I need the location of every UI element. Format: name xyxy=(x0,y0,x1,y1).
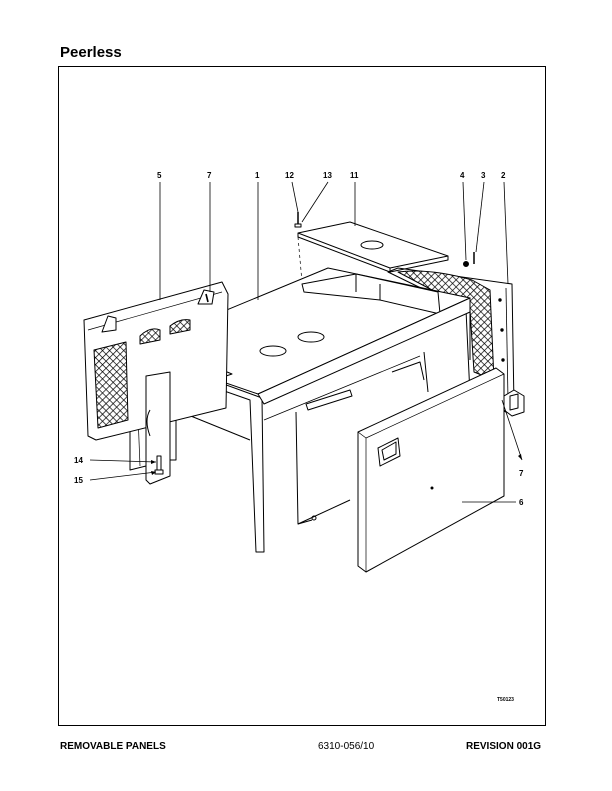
figure-id: T50123 xyxy=(497,697,514,703)
callout-1: 1 xyxy=(255,171,260,180)
callout-6: 6 xyxy=(519,498,524,507)
top-cover-plate xyxy=(297,221,449,283)
callout-14: 14 xyxy=(74,456,83,465)
callout-7-left: 7 xyxy=(207,171,212,180)
panel-left-back xyxy=(83,281,229,441)
panel-left-front xyxy=(145,371,171,485)
callout-2: 2 xyxy=(501,171,506,180)
callout-13: 13 xyxy=(323,171,332,180)
fasteners xyxy=(294,212,475,267)
callout-7-right: 7 xyxy=(519,469,524,478)
callout-4: 4 xyxy=(460,171,465,180)
callout-15: 15 xyxy=(74,476,83,485)
footer-title: REMOVABLE PANELS xyxy=(60,741,166,752)
footer-doc-number: 6310-056/10 xyxy=(318,741,375,752)
leader-lines xyxy=(89,181,523,503)
latch-handle-right xyxy=(503,389,525,417)
callout-5: 5 xyxy=(157,171,162,180)
diagram-frame xyxy=(58,66,546,726)
callout-labels: 5 7 1 12 13 11 4 3 2 7 6 14 15 xyxy=(74,171,524,507)
callout-12: 12 xyxy=(285,171,294,180)
panel-front-door xyxy=(357,367,505,573)
brand-name: Peerless xyxy=(60,44,122,61)
callout-3: 3 xyxy=(481,171,486,180)
callout-11: 11 xyxy=(350,171,359,180)
footer-revision: REVISION 001G xyxy=(466,741,542,752)
